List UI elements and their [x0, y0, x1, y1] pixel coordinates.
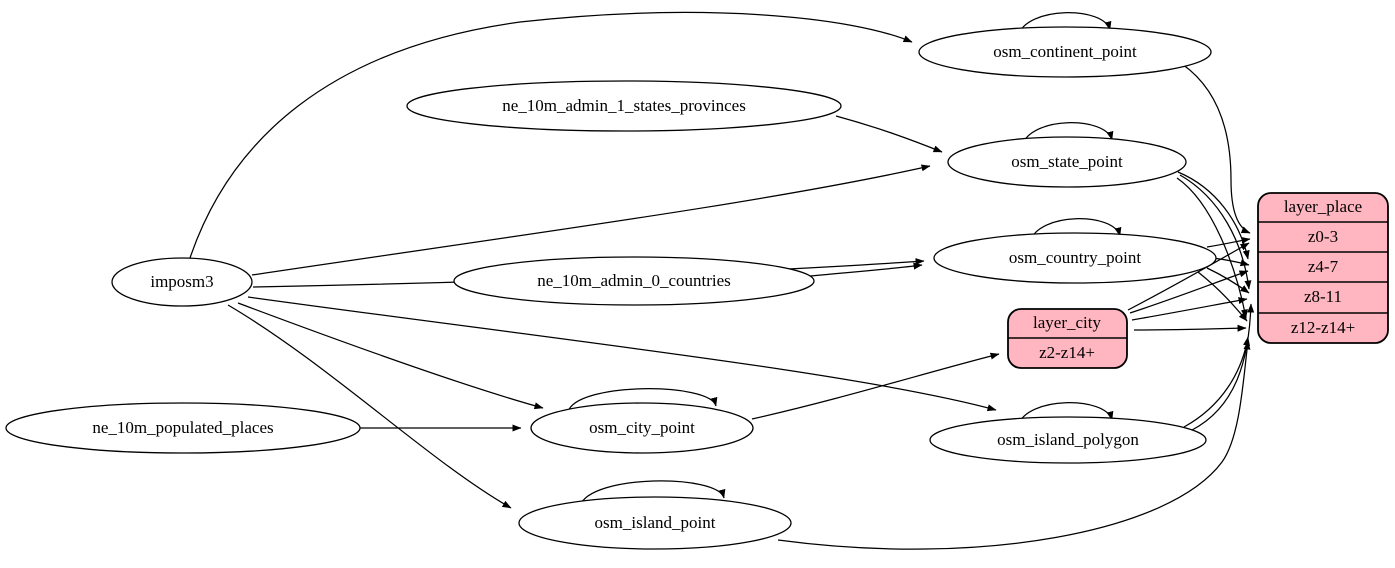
osm_country_point-shape: [933, 232, 1217, 284]
layer_place-row-z8-11: z8-11: [1304, 287, 1342, 306]
edge-imposm3-osm_state_point: [251, 164, 931, 276]
imposm3-shape: [111, 257, 253, 307]
osm_city_point-shape: [530, 402, 754, 454]
node-osm_island_point: osm_island_point: [518, 496, 792, 550]
record-layer_place: layer_place z0-3 z4-7 z8-11 z12-z14+: [1257, 192, 1389, 344]
self-loop-osm_city_point: [567, 388, 718, 413]
ne_10m_populated_places-label: ne_10m_populated_places: [92, 418, 273, 437]
osm_island_polygon-label: osm_island_polygon: [997, 430, 1139, 449]
ne_10m_admin_0_countries-shape: [453, 256, 815, 306]
edge-osm_country_point-layer_place-z8-11: [1206, 267, 1250, 294]
ne_10m_admin_1_states_provinces-label: ne_10m_admin_1_states_provinces: [502, 96, 746, 115]
edge-ne_10m_admin_0_countries-osm_country_point: [809, 262, 923, 277]
node-ne_10m_admin_1_states_provinces: ne_10m_admin_1_states_provinces: [406, 80, 842, 132]
osm_continent_point-label: osm_continent_point: [993, 42, 1137, 61]
edge-imposm3-osm_island_polygon: [247, 296, 997, 412]
node-osm_city_point: osm_city_point: [530, 402, 754, 454]
osm_island_point-label: osm_island_point: [595, 513, 716, 532]
layer_place-row-z4-7: z4-7: [1308, 257, 1339, 276]
record-layer_city: layer_city z2-z14+: [1007, 308, 1128, 369]
self-loop-osm_country_point: [1029, 218, 1122, 243]
edge-osm_island_polygon-layer_place-z8-11: [1191, 303, 1255, 431]
node-osm_continent_point: osm_continent_point: [918, 26, 1212, 78]
edge-layer_city-layer_place-z12-z14: [1133, 324, 1247, 332]
edge-osm_city_point-layer_city-z2-z14: [751, 352, 1000, 420]
edge-group: [189, 11, 1255, 550]
edge-imposm3-osm_city_point: [237, 302, 544, 410]
osm_city_point-label: osm_city_point: [589, 418, 695, 437]
node-ne_10m_admin_0_countries: ne_10m_admin_0_countries: [453, 256, 815, 306]
edge-osm_country_point-layer_place-z12-z14: [1197, 271, 1248, 322]
self-loop-osm_island_point: [579, 480, 726, 507]
layer_city-row-z2-z14: z2-z14+: [1039, 343, 1095, 362]
edge-imposm3-osm_continent_point: [189, 11, 913, 259]
edge-layer_city-layer_place-z8-11: [1131, 297, 1248, 321]
layer_place-box: [1257, 192, 1389, 344]
edge-osm_island_point-layer_place-z12-z14: [777, 340, 1251, 550]
node-osm_country_point: osm_country_point: [933, 232, 1217, 284]
ne_10m_admin_1_states_provinces-shape: [406, 80, 842, 132]
layer_place-row-z0-3: z0-3: [1308, 227, 1338, 246]
layer_place-title: layer_place: [1284, 197, 1362, 216]
edge-imposm3-osm_island_point: [227, 304, 512, 509]
node-imposm3: imposm3: [111, 257, 253, 307]
edge-ne_10m_admin_1_states_provinces-osm_state_point: [835, 115, 943, 153]
node-osm_island_polygon: osm_island_polygon: [929, 416, 1207, 464]
edge-osm_continent_point-layer_place-z0-3: [1181, 63, 1251, 234]
osm_state_point-label: osm_state_point: [1011, 152, 1123, 171]
ne_10m_admin_0_countries-label: ne_10m_admin_0_countries: [537, 271, 731, 290]
imposm3-label: imposm3: [150, 272, 213, 291]
layer_place-row-z12-z14: z12-z14+: [1291, 318, 1355, 337]
edge-layer_city-layer_place-z4-7: [1129, 270, 1249, 314]
layer_city-title: layer_city: [1033, 313, 1101, 332]
node-group: imposm3 ne_10m_admin_1_states_provinces …: [5, 26, 1217, 550]
edge-osm_country_point-layer_place-z0-3: [1206, 236, 1251, 248]
osm_island_polygon-shape: [929, 416, 1207, 464]
ne_10m_populated_places-shape: [5, 402, 361, 454]
edge-layer_city-layer_place-z0-3: [1127, 242, 1250, 311]
osm_continent_point-shape: [918, 26, 1212, 78]
osm_state_point-shape: [947, 136, 1187, 188]
node-ne_10m_populated_places: ne_10m_populated_places: [5, 402, 361, 454]
self-loop-osm_continent_point: [1017, 12, 1112, 37]
self-loop-osm_island_polygon: [1017, 402, 1114, 427]
osm_country_point-label: osm_country_point: [1009, 248, 1141, 267]
osm_island_point-shape: [518, 496, 792, 550]
node-osm_state_point: osm_state_point: [947, 136, 1187, 188]
self-loop-osm_state_point: [1021, 122, 1114, 147]
